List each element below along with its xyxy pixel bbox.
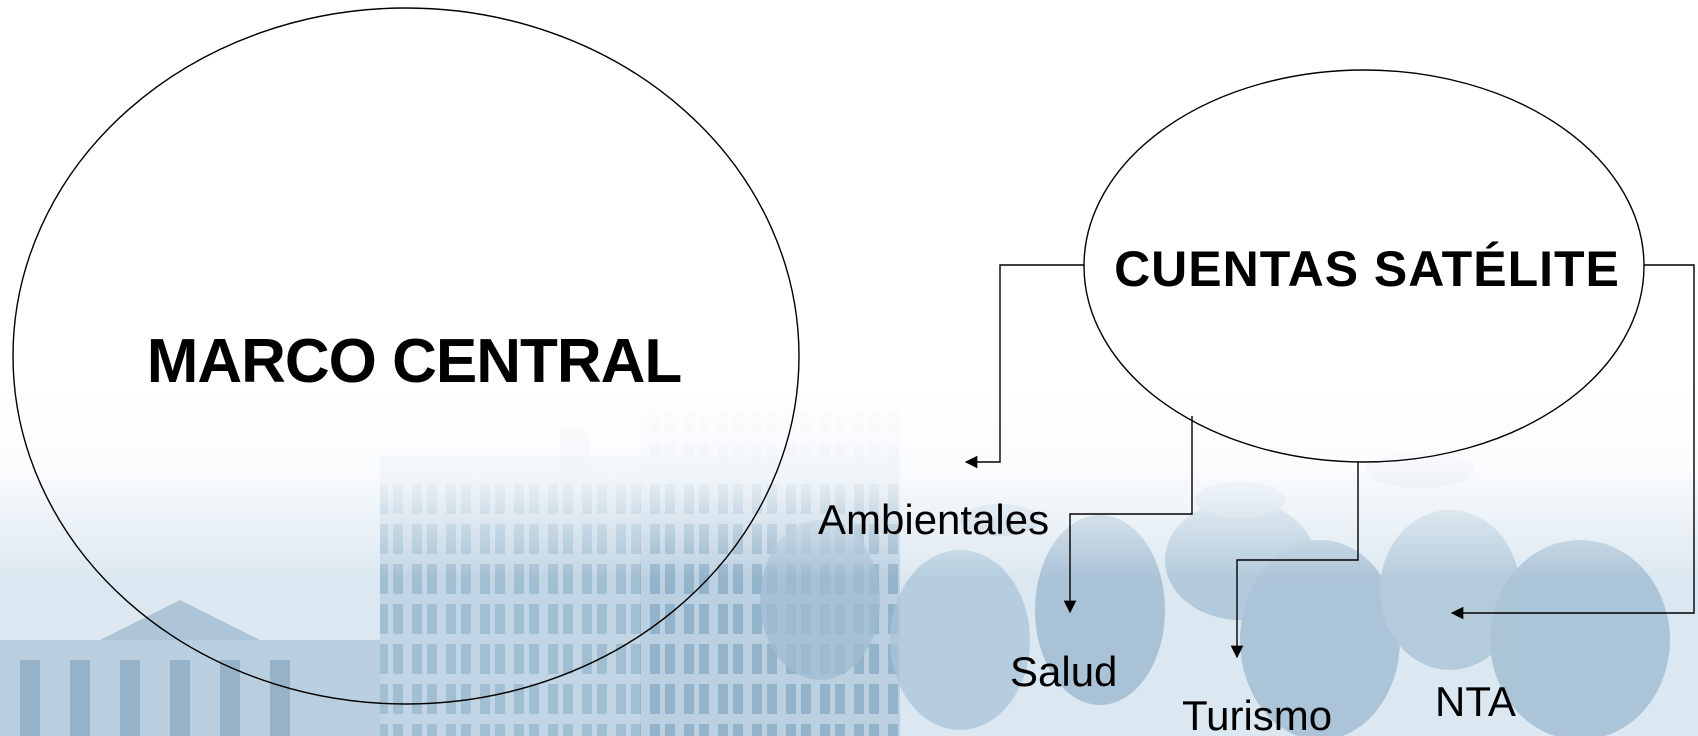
child-label-ambientales: Ambientales — [818, 496, 1049, 543]
classical-building-shape — [0, 600, 380, 736]
child-label-nta: NTA — [1435, 678, 1516, 725]
child-label-turismo: Turismo — [1182, 692, 1332, 736]
connector-salud — [1063, 416, 1193, 614]
connector-nta — [1450, 264, 1695, 620]
connector-ambientales — [964, 264, 1084, 469]
child-label-salud: Salud — [1010, 648, 1117, 695]
marco-central-ellipse — [12, 7, 800, 705]
cuentas-satelite-label: CUENTAS SATÉLITE — [1114, 241, 1620, 297]
cuentas-satelite-ellipse — [1083, 69, 1645, 463]
marco-central-label: MARCO CENTRAL — [147, 327, 682, 396]
connector-turismo — [1230, 462, 1359, 659]
